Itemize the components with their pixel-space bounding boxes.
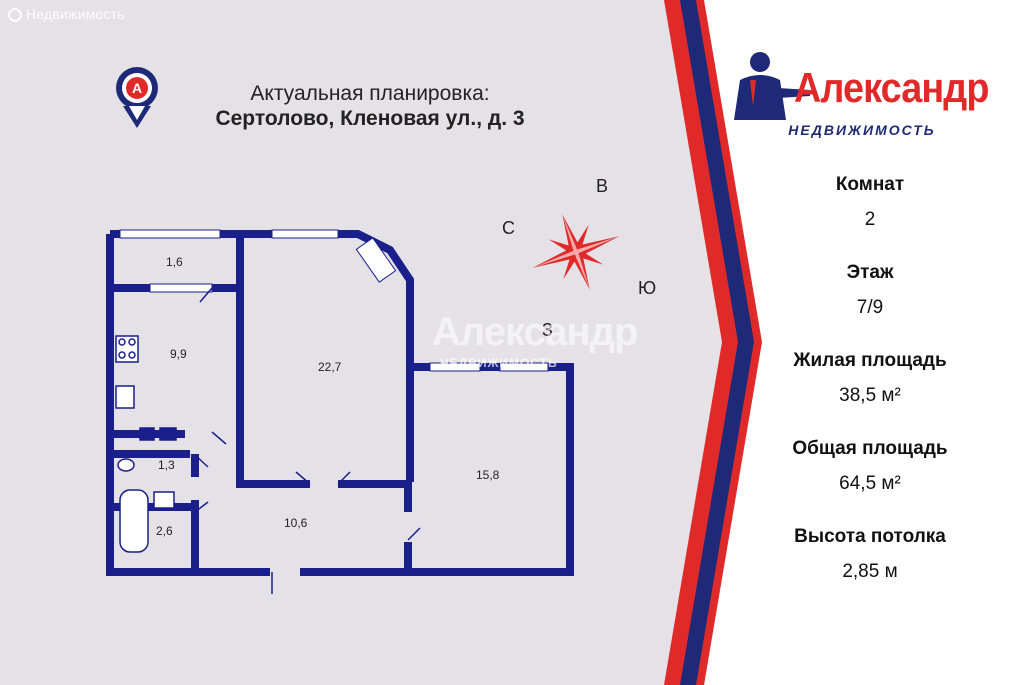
room-area-bedroom: 15,8 bbox=[476, 468, 500, 482]
page-title-address: Сертолово, Кленовая ул., д. 3 bbox=[215, 107, 525, 130]
compass-star-icon bbox=[532, 214, 620, 290]
room-area-toilet: 1,3 bbox=[158, 458, 175, 472]
page-title-caption: Актуальная планировка: bbox=[250, 82, 490, 105]
site-watermark: Недвижимость bbox=[8, 6, 125, 22]
fact-label-floor: Этаж bbox=[846, 262, 894, 283]
logo-icon bbox=[8, 8, 22, 22]
fact-value-floor: 7/9 bbox=[856, 297, 884, 318]
compass-west: З bbox=[542, 320, 553, 340]
room-area-bathroom: 2,6 bbox=[156, 524, 173, 538]
fact-value-total-area: 64,5 м² bbox=[839, 473, 901, 494]
brand-sub: НЕДВИЖИМОСТЬ bbox=[788, 122, 936, 138]
room-area-hallway: 10,6 bbox=[284, 516, 308, 530]
fact-value-ceiling: 2,85 м bbox=[842, 561, 898, 582]
fact-label-living-area: Жилая площадь bbox=[793, 350, 947, 371]
brand-name: Александр bbox=[794, 64, 989, 111]
compass-east: В bbox=[596, 176, 609, 196]
fact-label-total-area: Общая площадь bbox=[792, 438, 948, 459]
room-area-living: 22,7 bbox=[318, 360, 342, 374]
plan-watermark-sub: НЕДВИЖИМОСТЬ bbox=[440, 356, 558, 370]
fact-label-ceiling: Высота потолка bbox=[794, 526, 946, 547]
room-area-kitchen: 9,9 bbox=[170, 347, 187, 361]
pin-letter: А bbox=[132, 80, 142, 96]
property-facts: Комнат 2 Этаж 7/9 Жилая площадь 38,5 м² … bbox=[745, 170, 995, 610]
compass-north: С bbox=[502, 218, 515, 238]
brand-figure-icon bbox=[734, 52, 810, 120]
floor-plan-walls bbox=[106, 229, 574, 594]
fact-label-rooms: Комнат bbox=[835, 174, 905, 195]
brand-logo: Александр НЕДВИЖИМОСТЬ bbox=[720, 40, 1020, 150]
room-area-balcony: 1,6 bbox=[166, 255, 183, 269]
plan-watermark: Александр bbox=[432, 310, 638, 354]
compass-south: Ю bbox=[638, 278, 657, 298]
location-pin-icon: А bbox=[116, 67, 158, 128]
compass-rose: С В Ю З bbox=[488, 170, 678, 340]
fact-value-rooms: 2 bbox=[864, 209, 876, 230]
floor-plan: 1,6 9,9 22,7 15,8 1,3 2,6 10,6 bbox=[100, 222, 580, 602]
fact-value-living-area: 38,5 м² bbox=[839, 385, 901, 406]
